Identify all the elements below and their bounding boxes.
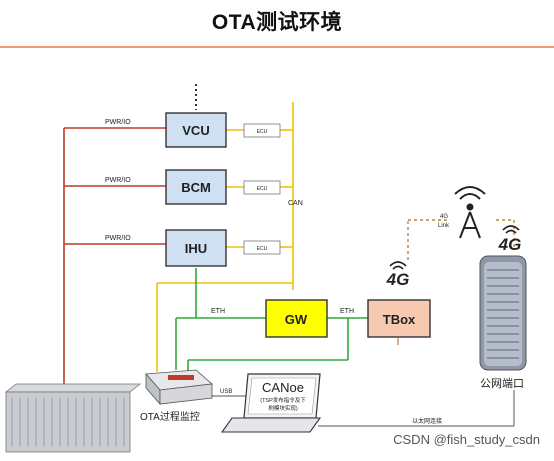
canoe-sub-label-2: 刷模块实现) <box>268 404 298 412</box>
4g-link-label-2: Link <box>438 223 450 229</box>
pwr-io-label-vcu: PWR/IO <box>105 119 131 126</box>
power-lines <box>63 127 166 392</box>
4g-link-lines <box>407 219 515 260</box>
svg-text:4G: 4G <box>386 270 410 289</box>
ethernet-label: 以太网连接 <box>412 417 442 425</box>
pwr-io-label-ihu: PWR/IO <box>105 235 131 242</box>
can-connector-ihu: ECU <box>243 240 281 255</box>
tbox-box: TBox <box>367 299 431 338</box>
vcu-box: VCU <box>165 112 227 148</box>
bcm-box: BCM <box>165 169 227 205</box>
svg-text:ECU: ECU <box>257 129 268 135</box>
ihu-box: IHU <box>165 229 227 267</box>
usb-label: USB <box>220 389 232 395</box>
bcm-label: BCM <box>181 180 211 195</box>
vcu-label: VCU <box>182 123 209 138</box>
server-label: 公网端口 <box>480 377 524 390</box>
4g-icon-server: 4G <box>498 225 522 254</box>
eth-label-left: ETH <box>211 308 225 315</box>
watermark: CSDN @fish_study_csdn <box>393 432 540 447</box>
eth-lines <box>175 268 368 372</box>
gw-box: GW <box>265 299 328 338</box>
can-label: CAN <box>288 200 303 207</box>
tbox-label: TBox <box>383 312 416 327</box>
hil-rack-icon <box>4 383 142 453</box>
pwr-io-label-bcm: PWR/IO <box>105 177 131 184</box>
vector-interface-icon <box>145 369 213 406</box>
server-icon <box>479 255 527 371</box>
svg-text:ECU: ECU <box>257 186 268 192</box>
canoe-sub-label-1: (TSP发布指令及下 <box>260 396 306 404</box>
ihu-label: IHU <box>185 241 207 256</box>
eth-label-right: ETH <box>340 308 354 315</box>
4g-link-label: 4G <box>440 214 448 220</box>
page-title: OTA测试环境 <box>211 11 343 34</box>
can-connector-bcm: ECU <box>243 180 281 195</box>
can-lines <box>156 102 294 372</box>
gw-label: GW <box>285 312 308 327</box>
ota-monitor-label: OTA过程监控 <box>140 410 200 423</box>
cell-tower-icon <box>454 186 486 239</box>
svg-text:ECU: ECU <box>257 246 268 252</box>
canoe-label: CANoe <box>262 380 304 395</box>
svg-text:4G: 4G <box>498 235 522 254</box>
laptop-icon <box>220 373 322 433</box>
title-divider <box>0 46 554 48</box>
4g-icon-tbox: 4G <box>386 261 410 289</box>
can-connector-vcu: ECU <box>243 123 281 138</box>
